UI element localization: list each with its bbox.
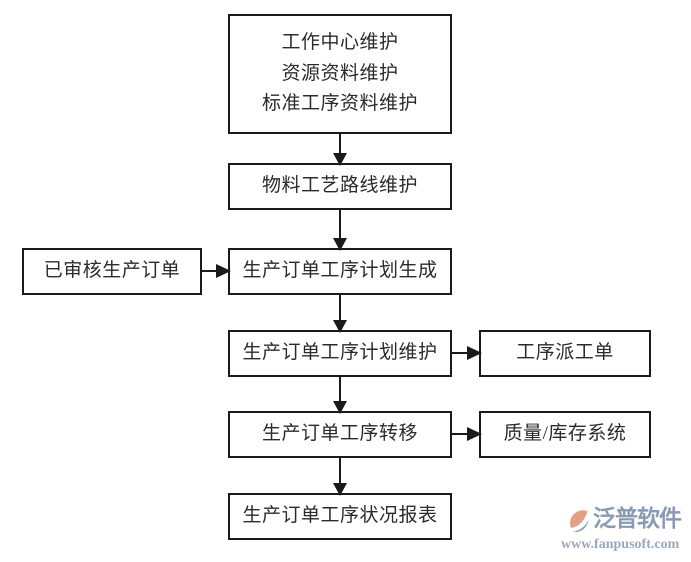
node-basic-data-line-2: 资源资料维护 xyxy=(281,62,399,84)
node-dispatch-order-label: 工序派工单 xyxy=(516,342,614,364)
node-plan-maintain[interactable]: 生产订单工序计划维护 xyxy=(228,330,452,377)
watermark-brand-text: 泛普软件 xyxy=(593,505,682,532)
fanpu-logo-icon xyxy=(561,505,589,533)
node-material-route[interactable]: 物料工艺路线维护 xyxy=(228,163,452,210)
arrow-material-route-to-plan-generate xyxy=(333,209,347,251)
arrow-plan-maintain-to-dispatch-order xyxy=(451,346,482,360)
node-basic-data-line-3: 标准工序资料维护 xyxy=(261,93,418,115)
node-quality-stock-label: 质量/库存系统 xyxy=(503,423,627,445)
watermark-url-text: www.fanpusoft.com xyxy=(561,537,680,552)
node-transfer-label: 生产订单工序转移 xyxy=(261,423,418,445)
node-status-report-label: 生产订单工序状况报表 xyxy=(242,505,438,527)
node-plan-generate-label: 生产订单工序计划生成 xyxy=(242,260,438,282)
node-dispatch-order[interactable]: 工序派工单 xyxy=(479,330,651,377)
node-basic-data[interactable]: 工作中心维护 资源资料维护 标准工序资料维护 xyxy=(228,14,452,134)
arrow-plan-maintain-to-transfer xyxy=(333,376,347,414)
arrow-basic-data-to-material-route xyxy=(333,133,347,166)
node-approved-order[interactable]: 已审核生产订单 xyxy=(22,248,202,295)
node-material-route-label: 物料工艺路线维护 xyxy=(261,175,418,197)
arrow-transfer-to-status-report xyxy=(333,457,347,496)
node-basic-data-line-1: 工作中心维护 xyxy=(281,31,399,53)
node-plan-generate[interactable]: 生产订单工序计划生成 xyxy=(228,248,452,295)
watermark: 泛普软件 www.fanpusoft.com xyxy=(560,503,688,555)
arrow-plan-generate-to-plan-maintain xyxy=(333,294,347,333)
node-status-report[interactable]: 生产订单工序状况报表 xyxy=(228,493,452,540)
arrow-approved-order-to-plan-generate xyxy=(201,264,231,278)
arrow-transfer-to-quality-stock xyxy=(451,427,482,441)
node-plan-maintain-label: 生产订单工序计划维护 xyxy=(242,342,438,364)
watermark-top-row: 泛普软件 xyxy=(560,503,682,535)
node-quality-stock[interactable]: 质量/库存系统 xyxy=(479,411,651,458)
node-transfer[interactable]: 生产订单工序转移 xyxy=(228,411,452,458)
node-approved-order-label: 已审核生产订单 xyxy=(43,260,181,282)
